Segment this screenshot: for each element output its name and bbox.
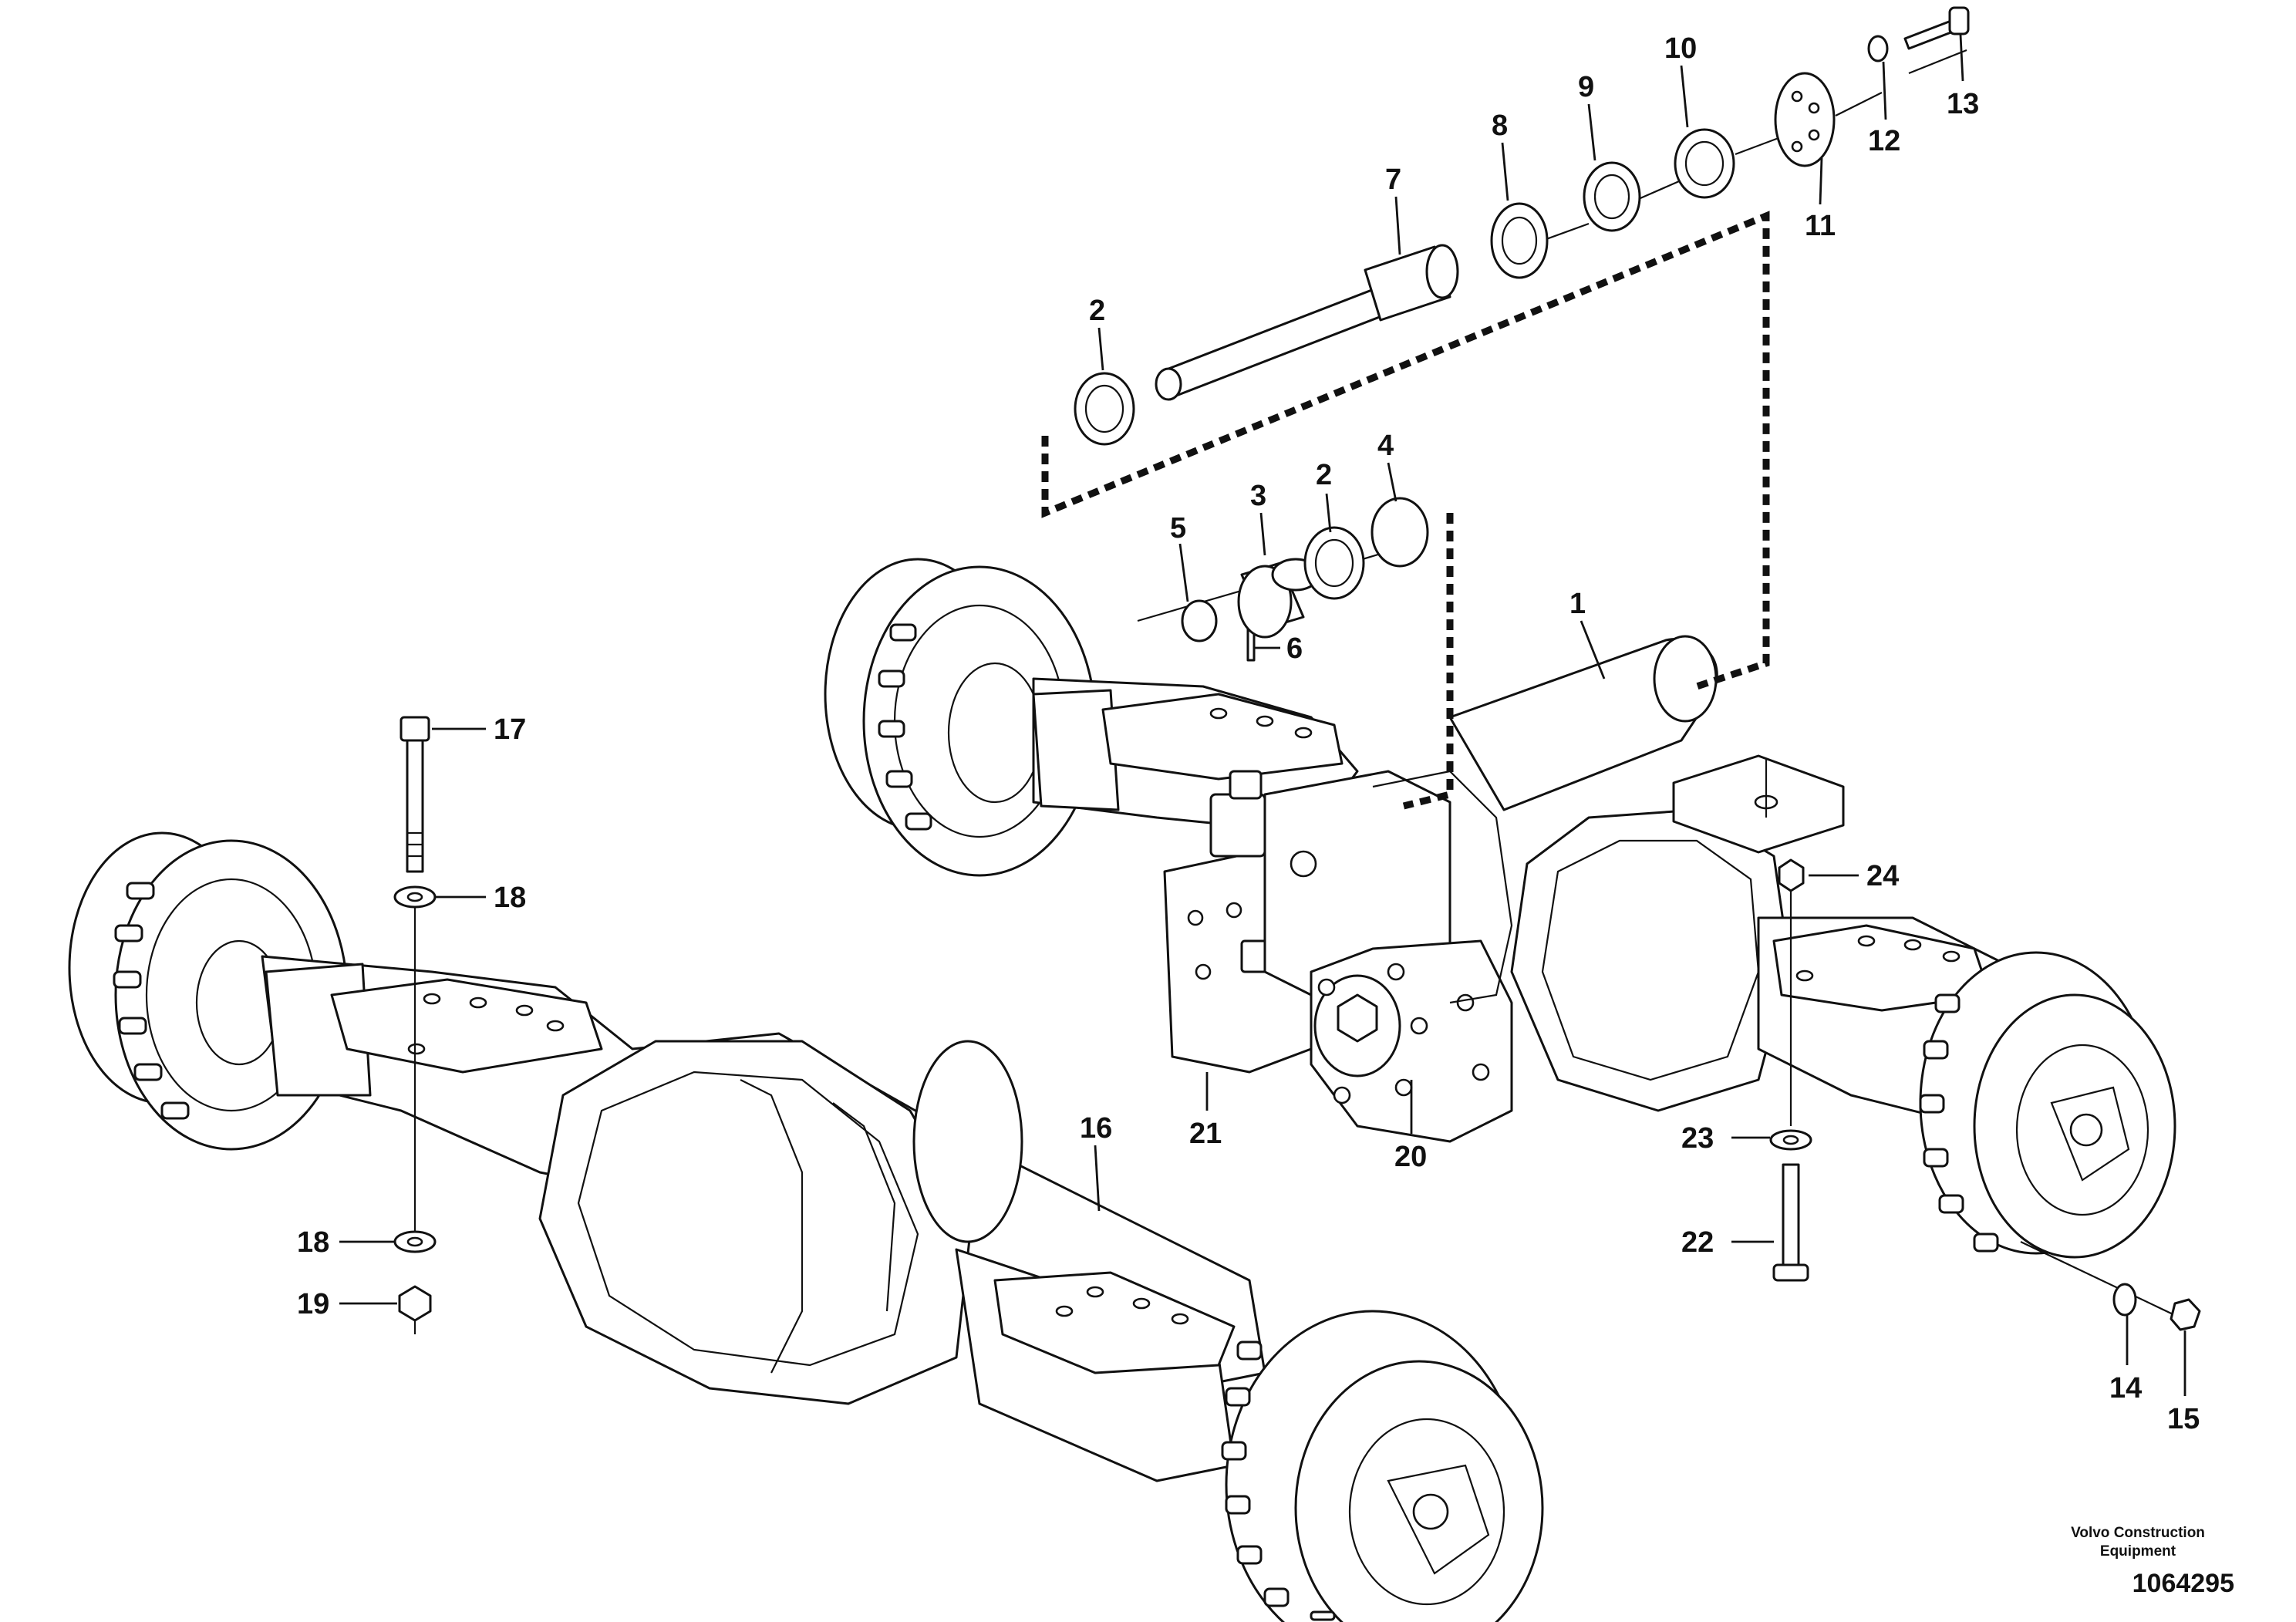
company-caption: Volvo Construction Equipment <box>2038 1524 2238 1561</box>
callout-17: 17 <box>494 713 526 746</box>
callout-14: 14 <box>2109 1372 2142 1404</box>
callout-20: 20 <box>1394 1141 1427 1173</box>
callout-8: 8 <box>1492 110 1508 142</box>
rear-axle-assembly <box>824 558 2176 1259</box>
rear-pad-holes-left <box>1209 707 1313 739</box>
callout-18a: 18 <box>494 882 526 914</box>
dashed-reference-lines <box>1041 211 1770 810</box>
callout-12: 12 <box>1868 125 1900 157</box>
rear-hub-studs-left <box>878 623 932 831</box>
company-line-1: Volvo Construction <box>2071 1525 2205 1541</box>
hub-studs-right <box>1221 1340 1336 1621</box>
callout-18b: 18 <box>297 1226 329 1259</box>
callout-numbers: 1 2 2 3 4 5 6 7 8 9 10 11 12 13 14 15 16… <box>297 32 2200 1435</box>
mounting-pad-holes-right <box>1055 1286 1189 1325</box>
callout-7: 7 <box>1385 164 1401 196</box>
callout-23: 23 <box>1681 1122 1714 1155</box>
rear-pad-holes-right <box>1795 935 1961 982</box>
callout-16: 16 <box>1080 1112 1112 1145</box>
callout-13: 13 <box>1947 88 1979 120</box>
callout-2b: 2 <box>1316 459 1332 491</box>
callout-4: 4 <box>1377 430 1394 462</box>
callout-2a: 2 <box>1089 295 1105 327</box>
callout-19: 19 <box>297 1288 329 1320</box>
callout-21: 21 <box>1189 1118 1222 1150</box>
callout-22: 22 <box>1681 1226 1714 1259</box>
callout-1: 1 <box>1569 588 1586 620</box>
rear-mount-fasteners <box>1672 754 2201 1331</box>
front-axle-assembly <box>68 831 1544 1622</box>
hub-studs-left <box>113 882 190 1120</box>
drawing-number: 1064295 <box>2132 1569 2234 1598</box>
exploded-shaft-parts <box>1074 6 1970 662</box>
callout-3: 3 <box>1250 480 1266 512</box>
mounting-pad-holes-left <box>407 993 565 1055</box>
company-line-2: Equipment <box>2099 1543 2176 1560</box>
callout-24: 24 <box>1866 860 1899 892</box>
leader-lines <box>339 34 2186 1396</box>
front-mount-fasteners <box>393 716 437 1334</box>
callout-6: 6 <box>1286 632 1303 665</box>
drive-motor-assembly <box>1163 770 1513 1143</box>
gearbox-bolts <box>1317 963 1490 1104</box>
callout-15: 15 <box>2167 1403 2200 1435</box>
callout-11: 11 <box>1805 210 1836 242</box>
callout-5: 5 <box>1170 512 1186 545</box>
callout-10: 10 <box>1664 32 1697 65</box>
rear-hub-studs-right <box>1919 993 1999 1253</box>
callout-9: 9 <box>1578 71 1594 103</box>
